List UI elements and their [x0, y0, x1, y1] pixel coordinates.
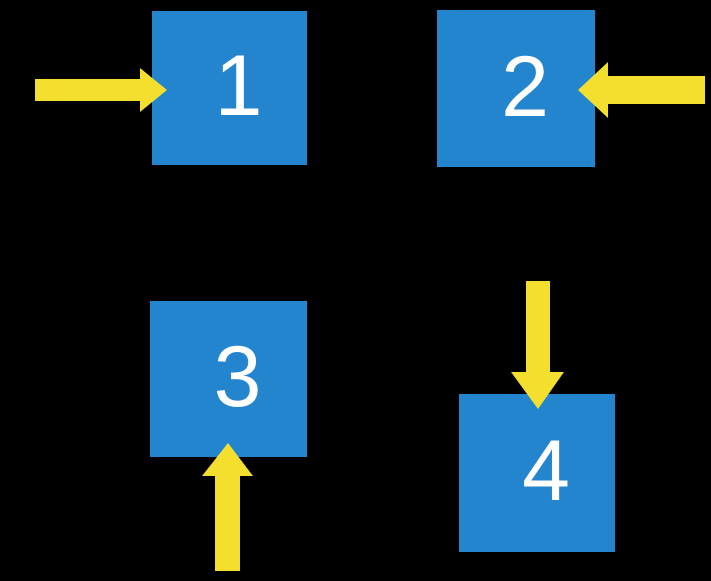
arrow-into-2: [578, 62, 705, 118]
block-node-4[interactable]: 4: [459, 394, 615, 552]
arrow-down-shape: [511, 281, 564, 409]
block-node-4-label: 4: [522, 423, 570, 519]
arrow-into-3: [202, 443, 253, 571]
block-node-2-label: 2: [501, 38, 549, 135]
block-node-3-label: 3: [213, 329, 262, 425]
arrow-into-1: [35, 68, 167, 112]
block-node-1[interactable]: 1: [152, 11, 307, 165]
arrow-left-shape: [578, 62, 705, 118]
arrow-right-shape: [35, 68, 167, 112]
block-node-2[interactable]: 2: [437, 10, 595, 167]
block-node-3[interactable]: 3: [150, 301, 307, 457]
arrow-up-shape: [202, 443, 253, 571]
arrow-into-4: [511, 281, 564, 409]
block-node-1-label: 1: [214, 38, 263, 134]
